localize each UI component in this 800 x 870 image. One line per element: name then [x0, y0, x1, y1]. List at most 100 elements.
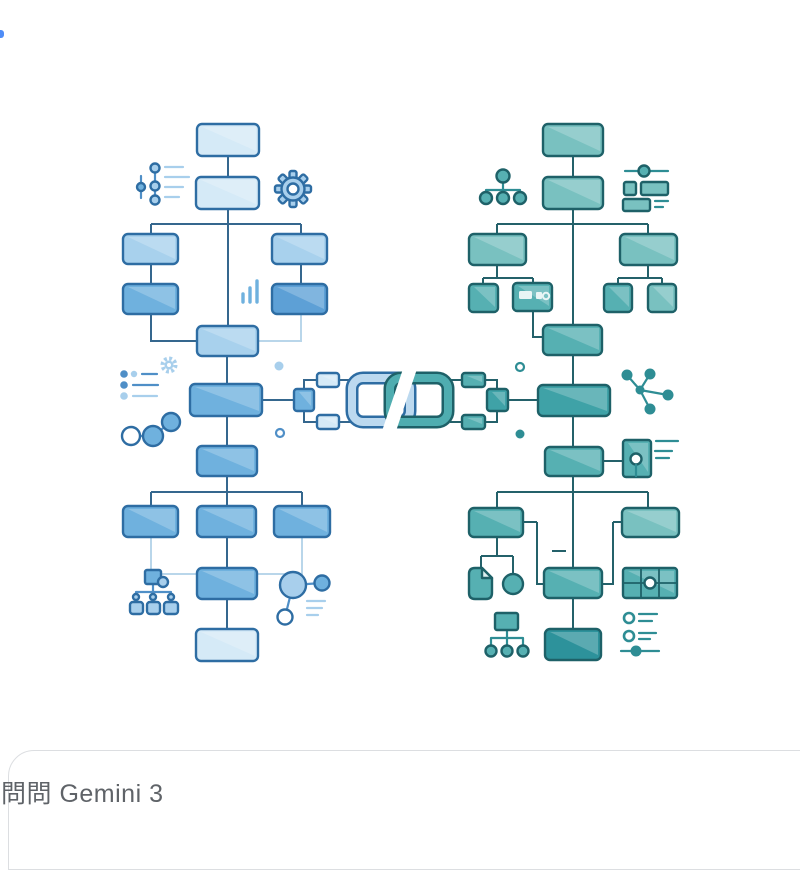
flow-node: [543, 445, 605, 478]
flow-node: [121, 282, 180, 316]
chain-mini-node: [460, 371, 487, 389]
grid-table-icon: [621, 566, 679, 600]
flow-node: [543, 627, 603, 662]
commit-log-icon: [135, 162, 191, 206]
node-sheen: [549, 571, 599, 593]
node-sheen: [627, 511, 676, 532]
node-sheen: [202, 571, 254, 594]
decor-dot: [274, 361, 284, 371]
flow-node-hub: [188, 382, 264, 418]
chain-link-blue-band: [348, 374, 414, 426]
prompt-input-bar[interactable]: [8, 750, 800, 870]
mini-gear-icon: [160, 356, 178, 374]
flow-node: [195, 444, 259, 478]
chain-mini-node: [315, 371, 341, 389]
flow-node: [195, 566, 259, 601]
flow-node: [121, 232, 180, 266]
flow-node: [270, 232, 329, 266]
node-sheen: [299, 392, 311, 406]
node-sheen: [201, 632, 255, 656]
node-sheen: [128, 237, 175, 259]
node-sheen: [467, 376, 482, 382]
flow-node: [542, 566, 604, 600]
node-sheen: [202, 509, 253, 532]
node-sheen: [653, 287, 673, 307]
molecule-zigzag-icon: [120, 411, 182, 448]
node-sheen: [277, 287, 324, 309]
circle-node: [501, 572, 525, 596]
controller-button: [519, 291, 532, 299]
flow-node: [195, 504, 258, 539]
form-settings-icon: [621, 164, 670, 213]
controller-dial: [541, 291, 551, 301]
gemini-chat-canvas: 問問 Gemini 3: [0, 30, 800, 870]
plug-box-icon: [621, 438, 680, 479]
chain-coupler-right: [485, 387, 510, 413]
flow-node: [541, 122, 605, 158]
decor-ring: [514, 361, 526, 373]
flow-node: [602, 282, 634, 314]
linked-flowcharts-illustration: [120, 122, 681, 663]
flow-node: [194, 627, 260, 663]
flow-node: [121, 504, 180, 539]
chain-mini-node: [315, 413, 341, 431]
flow-node: [195, 324, 260, 358]
bar-chart-icon: [241, 279, 259, 304]
node-sheen: [277, 237, 324, 259]
flow-node-controller: [511, 281, 554, 313]
left-flowchart: [121, 122, 332, 663]
flow-node: [618, 232, 679, 267]
chain-link-teal-band: [386, 374, 452, 426]
chain-teal-connectors: [450, 379, 498, 423]
chain-mini-node: [460, 413, 487, 431]
bullet-list-icon: [120, 370, 160, 400]
node-sheen: [625, 237, 674, 260]
network-graph-icon: [621, 368, 674, 415]
right-flowchart: [467, 122, 681, 662]
chain-blue-connectors: [303, 379, 352, 423]
document-icon: [467, 566, 494, 601]
org-tree-icon: [128, 568, 180, 616]
chain-coupler-left: [292, 387, 316, 413]
chain-interlock-slash: [381, 366, 418, 434]
flow-node: [194, 175, 261, 211]
decor-dot: [515, 429, 525, 439]
flow-node: [620, 506, 681, 539]
left-connectors: [150, 156, 303, 629]
node-sheen: [279, 509, 327, 532]
node-sheen: [492, 392, 505, 406]
node-sheen: [550, 450, 600, 471]
node-sheen: [474, 237, 523, 260]
settings-list-icon: [619, 611, 661, 657]
node-sheen: [128, 287, 175, 309]
node-sheen: [202, 329, 255, 351]
decor-ring: [274, 427, 286, 439]
node-sheen: [201, 180, 256, 204]
gear-icon: [273, 169, 313, 209]
flow-node: [467, 282, 500, 314]
flow-node: [270, 282, 329, 316]
bottom-tree-icon: [484, 611, 530, 658]
flow-node: [272, 504, 332, 539]
prompt-placeholder: 問問 Gemini 3: [1, 780, 164, 808]
flow-node: [541, 175, 605, 211]
node-sheen: [543, 388, 607, 411]
node-sheen: [195, 387, 259, 411]
node-sheen: [128, 509, 175, 532]
node-sheen: [548, 127, 600, 151]
node-sheen: [202, 449, 254, 471]
node-sheen: [548, 180, 600, 204]
flow-node-hub: [536, 383, 612, 418]
node-sheen: [467, 418, 482, 424]
node-sheen: [550, 632, 598, 655]
node-sheen: [202, 127, 256, 151]
node-sheen: [474, 287, 495, 307]
node-sheen: [548, 328, 599, 350]
flow-node: [541, 323, 604, 357]
node-sheen: [322, 376, 336, 382]
node-sheen: [609, 287, 629, 307]
flow-node: [467, 232, 528, 267]
chain-connection: [292, 366, 510, 434]
flow-node: [195, 122, 261, 158]
share-graph-icon: [276, 570, 331, 626]
